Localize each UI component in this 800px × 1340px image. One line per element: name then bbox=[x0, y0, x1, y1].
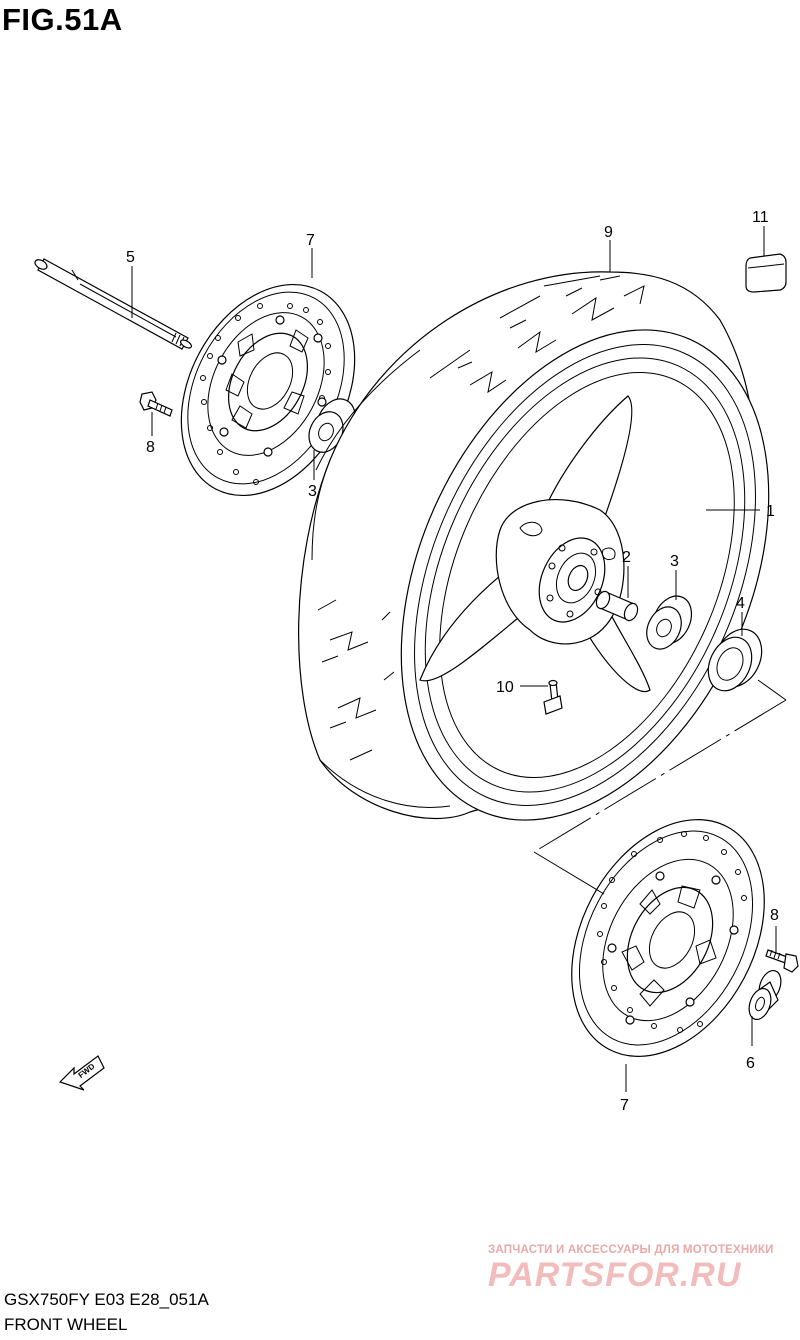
balance-weight bbox=[745, 253, 787, 293]
brake-disc-lower bbox=[571, 819, 765, 1057]
leader-lines bbox=[131, 226, 777, 1092]
front-axle bbox=[34, 258, 193, 350]
figure-title: FIG.51A bbox=[2, 2, 123, 37]
callout-9: 9 bbox=[604, 224, 613, 241]
callout-4: 4 bbox=[736, 595, 745, 612]
model-code: GSX750FY E03 E28_051A bbox=[4, 1290, 209, 1309]
callout-8-bottom: 8 bbox=[770, 907, 779, 924]
callout-10: 10 bbox=[496, 679, 514, 696]
callout-5: 5 bbox=[126, 249, 135, 266]
watermark-logo: PARTSFOR.RU bbox=[488, 1256, 742, 1294]
wheel-rim bbox=[414, 344, 756, 806]
axle-collar bbox=[748, 969, 782, 1021]
callout-6: 6 bbox=[746, 1055, 755, 1072]
callout-3-left: 3 bbox=[308, 483, 317, 500]
assembly-guide-lines bbox=[533, 679, 787, 895]
callout-3-hub: 3 bbox=[670, 553, 679, 570]
spacer bbox=[595, 590, 639, 622]
callout-numbers: 5 7 9 11 8 3 1 2 3 4 10 8 6 7 bbox=[126, 209, 779, 1114]
callout-2: 2 bbox=[622, 549, 631, 566]
callout-11: 11 bbox=[752, 209, 769, 226]
callout-1: 1 bbox=[766, 503, 775, 520]
callout-8-top: 8 bbox=[146, 439, 155, 456]
bearing-right bbox=[646, 595, 693, 650]
fwd-direction-marker: FWD bbox=[58, 1055, 105, 1091]
disc-bolt-lower bbox=[765, 949, 799, 973]
disc-bolt-upper bbox=[139, 391, 173, 417]
callout-7-top: 7 bbox=[306, 232, 315, 249]
oil-seal bbox=[707, 628, 763, 692]
tire-valve bbox=[543, 679, 563, 715]
watermark-tagline: ЗАПЧАСТИ И АКСЕССУАРЫ ДЛЯ МОТОТЕХНИКИ bbox=[488, 1244, 774, 1256]
figure-name: FRONT WHEEL bbox=[4, 1315, 128, 1334]
callout-7-bottom: 7 bbox=[620, 1097, 629, 1114]
